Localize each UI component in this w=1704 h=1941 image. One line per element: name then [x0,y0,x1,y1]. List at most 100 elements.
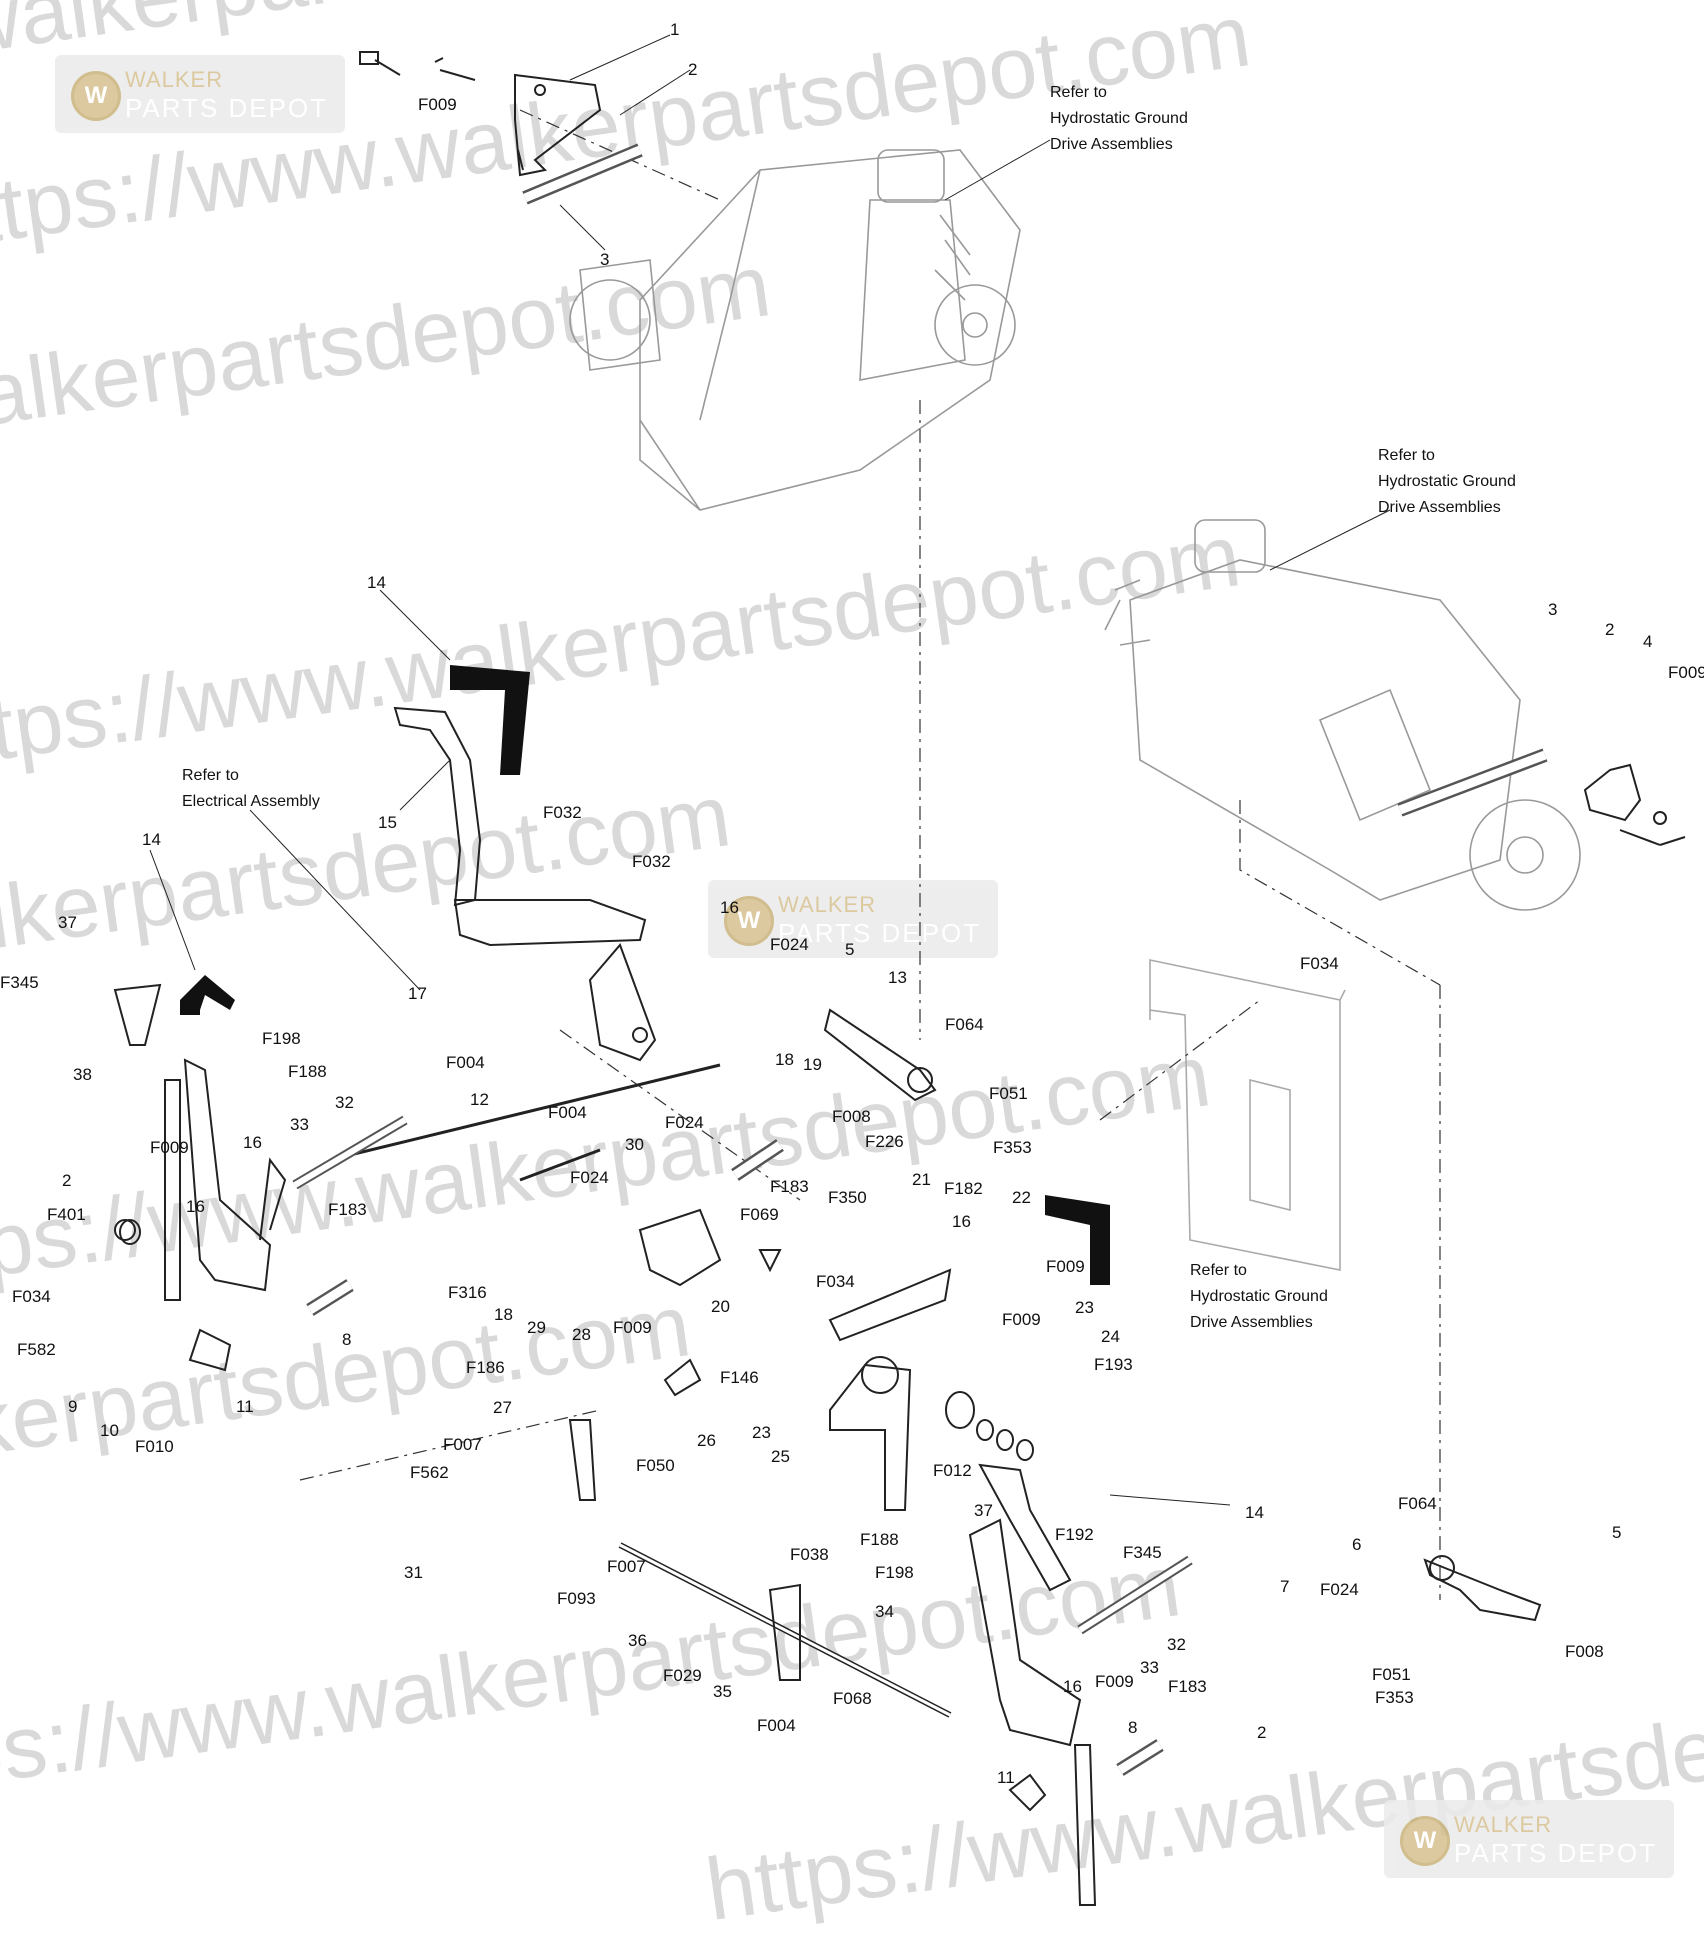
callout-label: F038 [790,1545,829,1564]
walker-parts-depot-logo: W WALKER PARTS DEPOT [708,880,998,958]
callout-label: F009 [1046,1257,1085,1276]
callout-label: 14 [367,573,386,592]
callout-label: 20 [711,1297,730,1316]
walker-w-icon: W [1400,1816,1450,1866]
callout-label: 30 [625,1135,644,1154]
callout-label: F034 [12,1287,51,1306]
logo-line-2: PARTS DEPOT [1454,1838,1658,1868]
callout-label: 8 [1128,1718,1137,1737]
callout-label: 18 [775,1050,794,1069]
bracket-assembly-top [359,51,602,177]
callout-label: F582 [17,1340,56,1359]
callout-label: 2 [688,60,697,79]
svg-text:Electrical Assembly: Electrical Assembly [182,793,320,810]
callout-label: 32 [335,1093,354,1112]
reference-note-electrical: Refer to Electrical Assembly [182,767,320,810]
svg-text:Drive Assemblies: Drive Assemblies [1378,499,1501,516]
callout-label: F007 [607,1557,646,1576]
svg-text:Refer to: Refer to [1378,447,1435,464]
callout-label: F068 [833,1689,872,1708]
callout-label: F069 [740,1205,779,1224]
walker-parts-depot-logo: W WALKER PARTS DEPOT [55,55,345,133]
callout-label: 26 [697,1431,716,1450]
logo-line-1: WALKER [125,67,224,92]
callout-label: 2 [1605,620,1614,639]
callout-label: F193 [1094,1355,1133,1374]
callout-label: F009 [1095,1672,1134,1691]
callout-label: 23 [752,1423,771,1442]
walker-parts-depot-logo: W WALKER PARTS DEPOT [1384,1800,1674,1878]
callout-label: 28 [572,1325,591,1344]
callout-label: 32 [1167,1635,1186,1654]
callout-label: F182 [944,1179,983,1198]
callout-label: F004 [446,1053,485,1072]
callout-label: 5 [845,940,854,959]
callout-label: F350 [828,1188,867,1207]
steering-arm-right [1423,1555,1542,1622]
callout-label: F198 [262,1029,301,1048]
callout-label: 24 [1101,1327,1120,1346]
callout-label: F024 [770,935,809,954]
callout-label: F051 [1372,1665,1411,1684]
callout-label: F034 [816,1272,855,1291]
callout-label: F064 [945,1015,984,1034]
svg-text:Refer to: Refer to [182,767,239,784]
logo-line-1: WALKER [778,892,877,917]
callout-label: 6 [1352,1535,1361,1554]
reference-note-ground-drive-bottom: Refer to Hydrostatic Ground Drive Assemb… [1190,1262,1328,1331]
control-rod [349,1063,952,1718]
callout-label: 16 [1063,1677,1082,1696]
callout-label: 37 [974,1501,993,1520]
callout-label: 16 [243,1133,262,1152]
callouts: 1 2 F009 3 3 2 4 F009 14 15 F032 F032 16… [0,20,1704,1787]
callout-label: F051 [989,1084,1028,1103]
callout-label: F198 [875,1563,914,1582]
walker-w-icon: W [71,71,121,121]
logo-line-2: PARTS DEPOT [125,93,329,123]
callout-label: F012 [933,1461,972,1480]
callout-label: F146 [720,1368,759,1387]
callout-label: 13 [888,968,907,987]
washer-stack [119,1219,1034,1461]
callout-label: 14 [142,830,161,849]
svg-text:Refer to: Refer to [1190,1262,1247,1279]
callout-label: F353 [993,1138,1032,1157]
callout-label: F009 [613,1318,652,1337]
lever-assembly-right [968,1518,1097,1906]
pedal-grip [450,665,530,775]
callout-label: F004 [757,1716,796,1735]
callout-label: 25 [771,1447,790,1466]
callout-label: 21 [912,1170,931,1189]
pedal-bracket-right [978,1463,1072,1592]
callout-label: 23 [1075,1298,1094,1317]
callout-label: F562 [410,1463,449,1482]
callout-label: F188 [860,1530,899,1549]
callout-label: 34 [875,1602,894,1621]
svg-text:Refer to: Refer to [1050,84,1107,101]
callout-label: F345 [1123,1543,1162,1562]
callout-label: 11 [236,1397,254,1416]
callout-label: 16 [186,1197,205,1216]
callout-label: F004 [548,1103,587,1122]
callout-label: F007 [443,1435,482,1454]
pedal-assembly-upper [393,706,657,1062]
callout-label: 8 [342,1330,351,1349]
callout-label: 9 [68,1397,77,1416]
callout-label: 3 [1548,600,1557,619]
callout-label: F034 [1300,954,1339,973]
reference-note-ground-drive-right: Refer to Hydrostatic Ground Drive Assemb… [1378,447,1516,516]
callout-label: F183 [770,1177,809,1196]
callout-label: F183 [328,1200,367,1219]
callout-label: F029 [663,1666,702,1685]
center-bracket [638,1208,782,1397]
callout-label: 14 [1245,1503,1264,1522]
walker-w-icon: W [724,896,774,946]
callout-label: F008 [832,1107,871,1126]
callout-label: 33 [1140,1658,1159,1677]
mounting-plate [1149,959,1346,1271]
callout-label: F401 [47,1205,86,1224]
reference-note-ground-drive-top: Refer to Hydrostatic Ground Drive Assemb… [1050,84,1188,153]
svg-text:Hydrostatic Ground: Hydrostatic Ground [1190,1288,1328,1305]
